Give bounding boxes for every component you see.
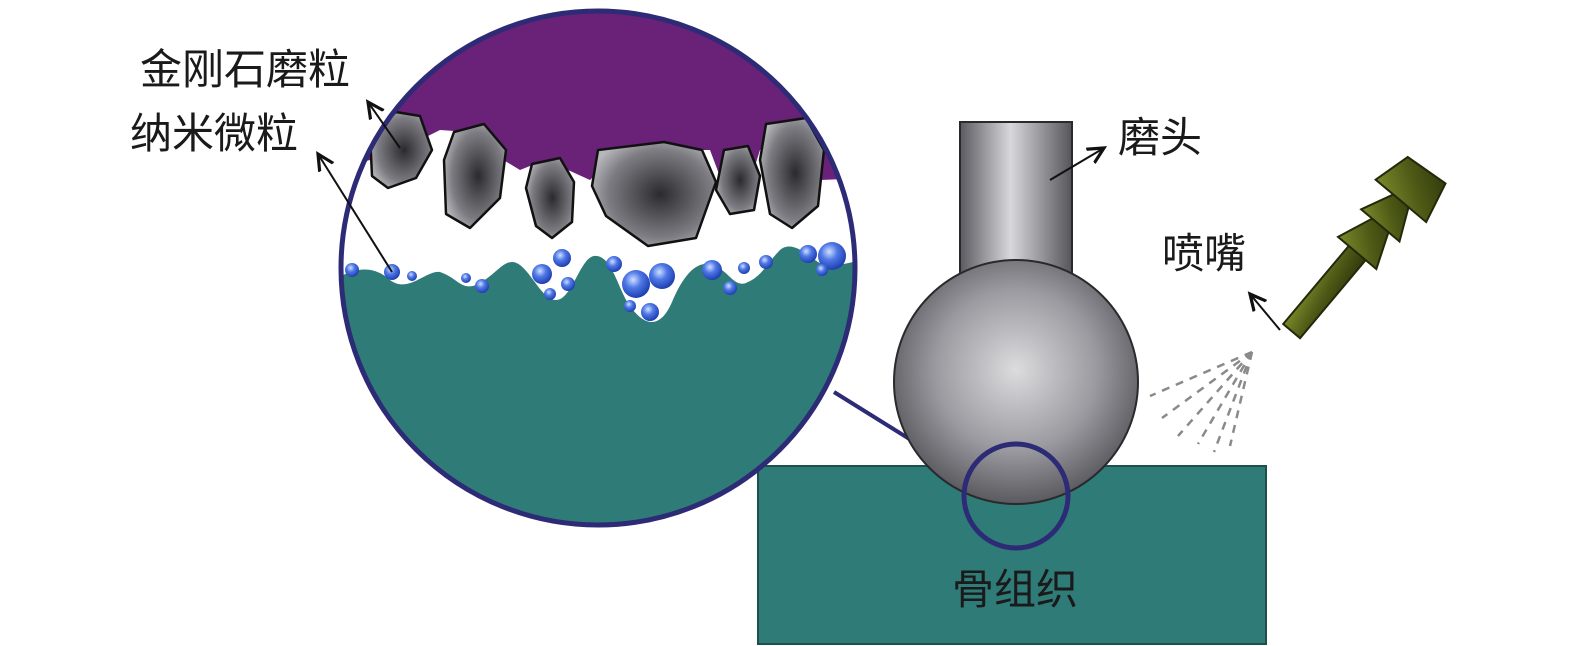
nano-particle [816, 264, 828, 276]
magnifier-outline [338, 8, 858, 528]
label-diamond-grit: 金刚石磨粒 [140, 45, 350, 94]
nano-particle [345, 263, 359, 277]
arrow-nozzle [1250, 294, 1281, 331]
arrow-diamond [368, 102, 401, 149]
diamond-grit [590, 140, 718, 248]
nano-particle [799, 245, 817, 263]
nano-particle [561, 277, 575, 291]
nano-particle [624, 300, 636, 312]
nano-particle [553, 249, 571, 267]
nano-particle [702, 260, 722, 280]
nano-particle [532, 264, 552, 284]
nano-particle [622, 270, 650, 298]
nano-particle [641, 303, 659, 321]
diamond-grit [714, 144, 762, 216]
nano-particle [475, 279, 489, 293]
spray-nozzle [1281, 155, 1447, 340]
nano-particle [407, 271, 417, 281]
nano-particle [759, 255, 773, 269]
arrow-nano [318, 154, 393, 273]
nano-particle [818, 242, 846, 270]
nano-particle [461, 273, 471, 283]
magnified-view [341, 11, 855, 525]
nano-particle [544, 288, 556, 300]
diamond-grit [524, 156, 576, 240]
coolant-spray [1149, 350, 1254, 453]
grinding-head-sphere [893, 259, 1139, 505]
label-nozzle: 喷嘴 [1162, 229, 1246, 278]
bone-surface-magnified [341, 246, 855, 525]
contact-spot-ring [961, 441, 1071, 551]
nano-particle [723, 281, 737, 295]
nano-particle [606, 256, 622, 272]
grinding-head-shaft [959, 121, 1073, 283]
arrow-head [1049, 148, 1104, 181]
leader-arrows [318, 102, 1281, 331]
diamond-grits [368, 110, 826, 248]
label-nano-particles: 纳米微粒 [130, 109, 298, 158]
label-bone-tissue: 骨组织 [952, 565, 1078, 614]
nano-particle [649, 263, 675, 289]
label-grinding-head: 磨头 [1118, 113, 1202, 162]
diamond-grit [442, 122, 508, 230]
nano-particle [738, 262, 750, 274]
